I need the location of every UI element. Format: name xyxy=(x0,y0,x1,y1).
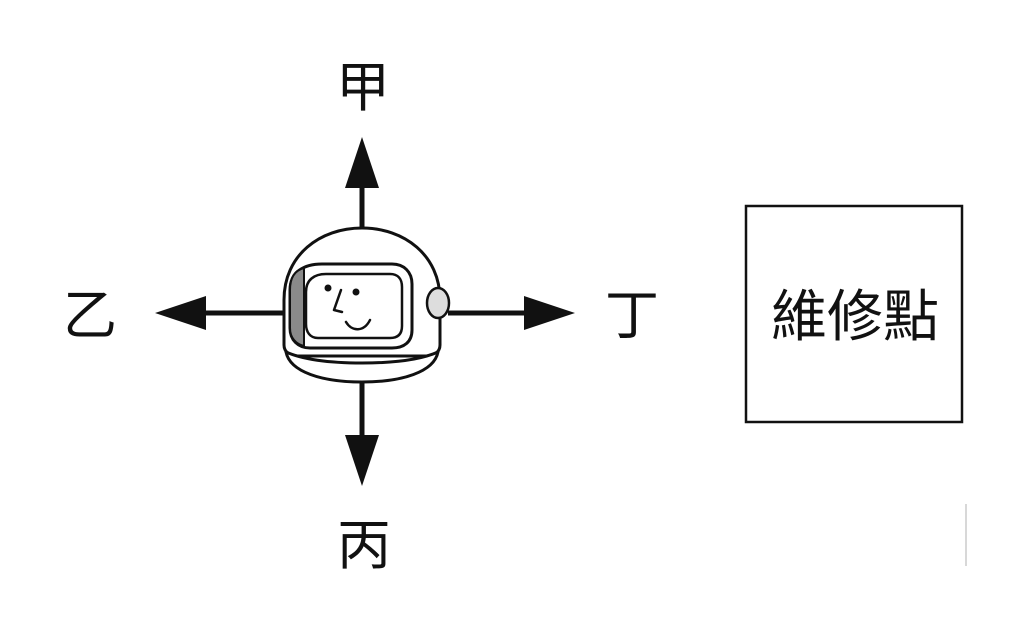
nose xyxy=(332,288,344,314)
smile xyxy=(344,318,372,331)
arrow-left xyxy=(155,296,285,330)
repair-point-label: 維修點 xyxy=(771,285,939,350)
label-up: 甲 xyxy=(336,56,390,119)
label-down: 丙 xyxy=(337,514,391,577)
arrow-down xyxy=(345,378,379,486)
right-eye xyxy=(352,288,360,296)
repair-point-box: 維修點 xyxy=(744,204,964,424)
arrow-up xyxy=(345,137,379,228)
label-left: 乙 xyxy=(63,284,117,347)
left-eye xyxy=(324,284,332,292)
label-right: 丁 xyxy=(605,284,659,347)
astronaut-helmet-icon xyxy=(282,226,451,384)
arrow-right xyxy=(448,296,575,330)
